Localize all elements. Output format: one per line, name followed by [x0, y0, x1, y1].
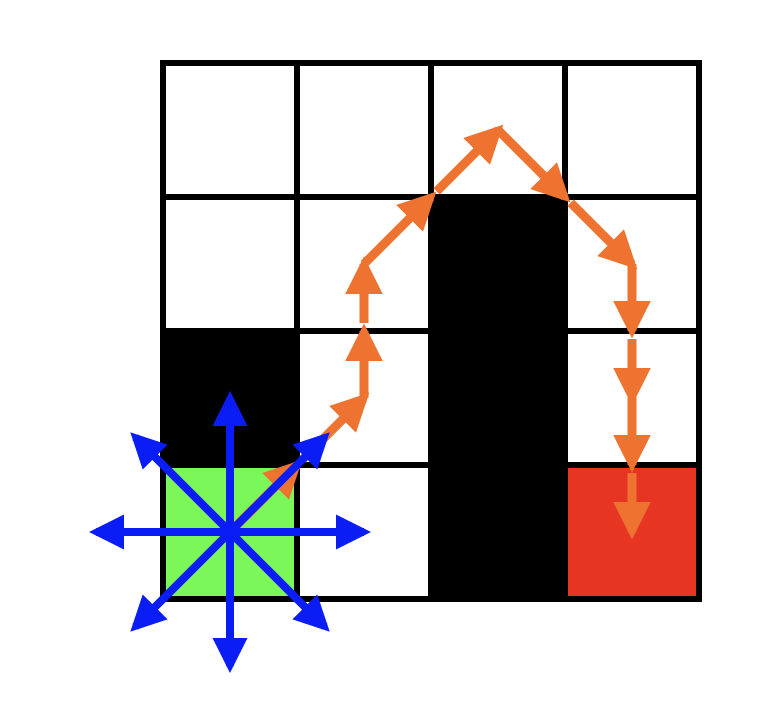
move-arrow-sw: [130, 529, 233, 632]
path-arrow: [360, 191, 437, 268]
grid-lines: [160, 60, 702, 602]
path-arrow: [567, 199, 638, 270]
empty-cell: [565, 63, 699, 197]
obstacle-cell: [431, 331, 565, 465]
move-arrow-nw: [130, 432, 233, 535]
empty-cell: [297, 63, 431, 197]
path-arrow: [433, 124, 504, 195]
move-arrow-se: [227, 529, 330, 632]
empty-cell: [163, 63, 297, 197]
obstacle-cell: [431, 465, 565, 599]
move-directions: [88, 390, 372, 674]
path-arrow: [494, 126, 571, 203]
obstacle-cell: [431, 197, 565, 331]
move-arrow-ne: [227, 432, 330, 535]
empty-cell: [163, 197, 297, 331]
